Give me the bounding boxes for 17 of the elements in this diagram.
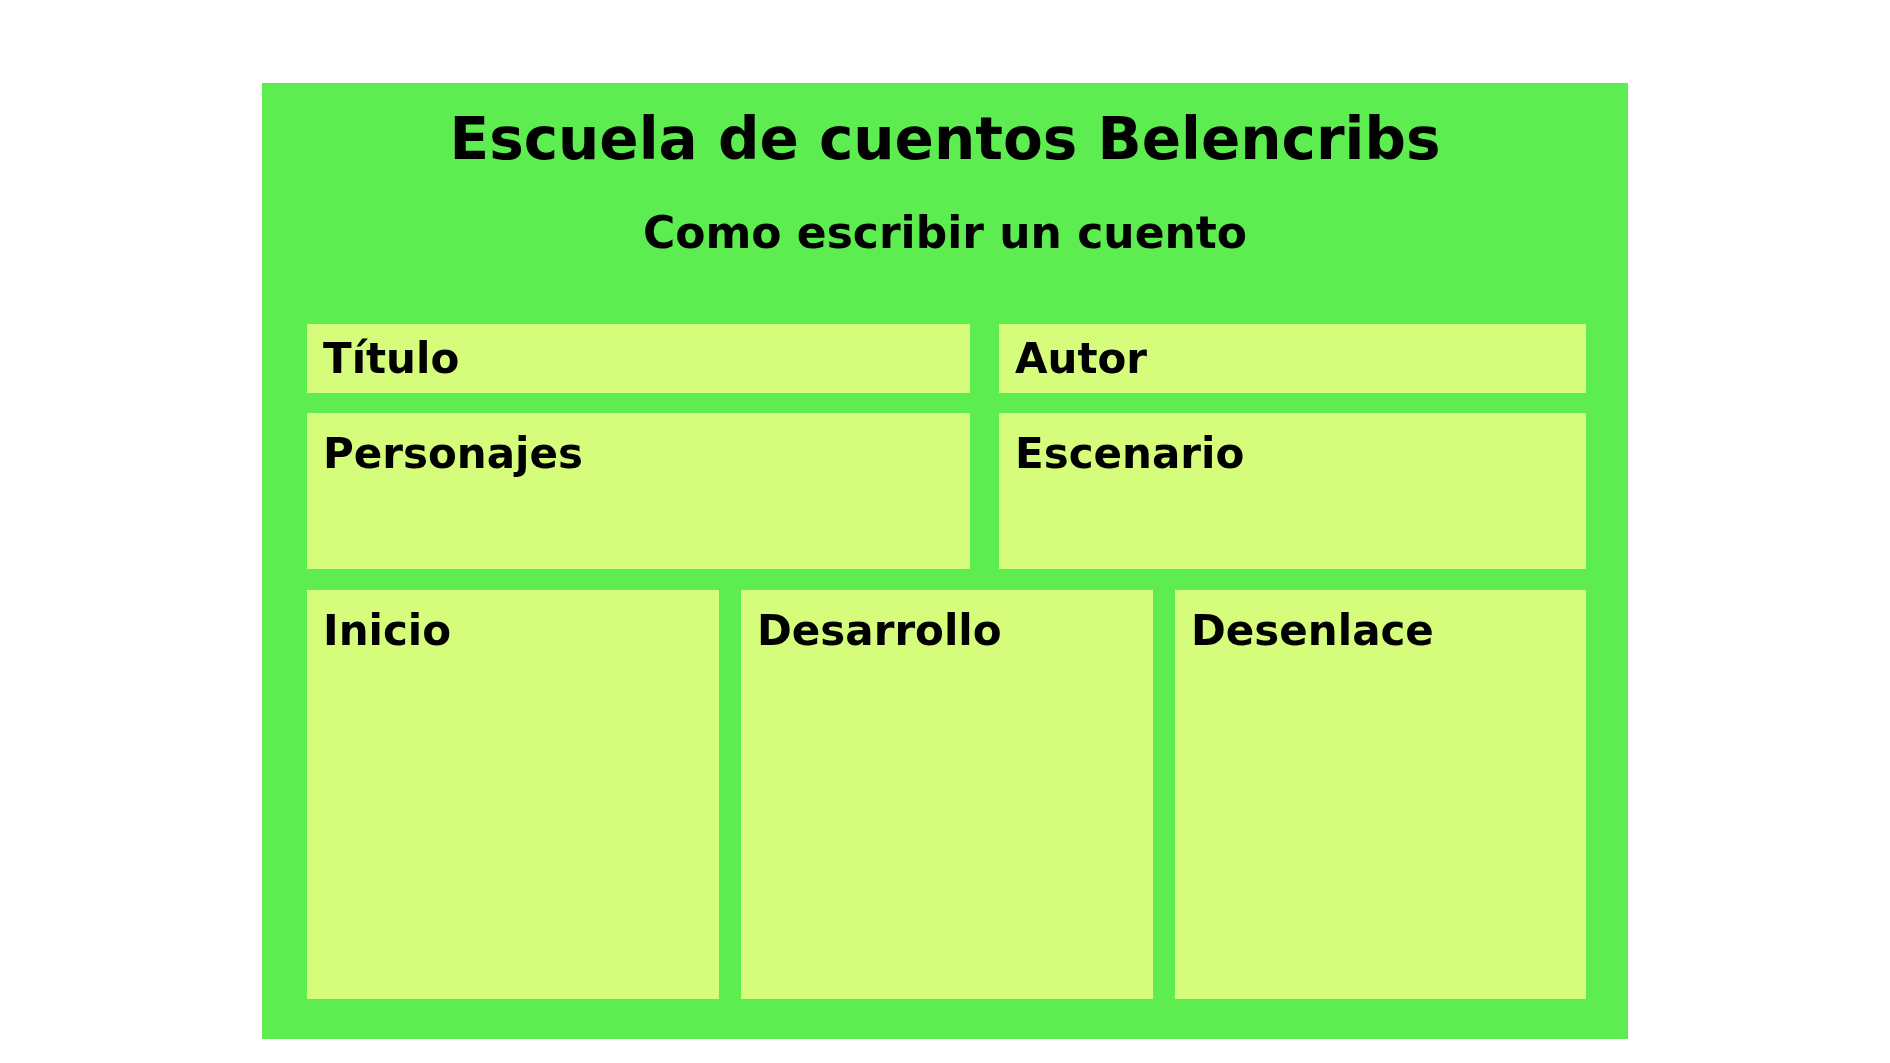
box-heading: Escenario: [1015, 429, 1245, 478]
writing-box: [307, 413, 970, 569]
box-heading: Título: [323, 334, 460, 383]
box-heading: Desenlace: [1191, 606, 1434, 655]
worksheet-panel: [262, 83, 1628, 1039]
worksheet-subtitle: Como escribir un cuento: [641, 207, 1249, 258]
box-heading: Desarrollo: [757, 606, 1002, 655]
worksheet-title: Escuela de cuentos Belencribs: [448, 105, 1442, 173]
writing-box: [999, 413, 1586, 569]
writing-box: [307, 324, 970, 393]
writing-box: [741, 590, 1153, 999]
box-heading: Autor: [1015, 334, 1148, 383]
writing-box: [307, 590, 719, 999]
writing-box: [1175, 590, 1586, 999]
box-heading: Inicio: [323, 606, 452, 655]
writing-box: [999, 324, 1586, 393]
box-heading: Personajes: [323, 429, 583, 478]
